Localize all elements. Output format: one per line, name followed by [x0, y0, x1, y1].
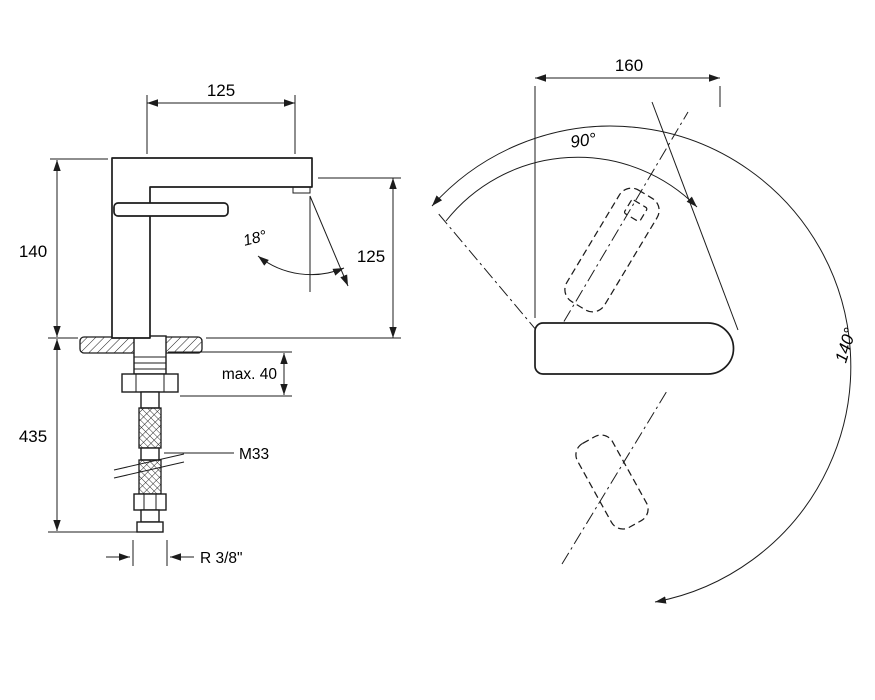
callout-thread-size: M33	[164, 446, 269, 463]
dim-label-swivel-90: 90°	[569, 129, 597, 151]
swivel-arc-90	[445, 156, 698, 222]
dim-swivel-90: 90°	[445, 129, 698, 222]
hose-coupling	[140, 447, 160, 461]
dim-label-spout-reach: 125	[207, 81, 235, 100]
dim-max-deck-thickness: max. 40	[168, 351, 292, 397]
connector-tube	[140, 391, 160, 409]
dim-spout-reach: 125	[146, 81, 296, 154]
dim-label-max-deck-thickness: max. 40	[222, 366, 278, 383]
fitting-tube	[140, 509, 160, 523]
flex-hose-lower-braid	[139, 460, 161, 494]
lever-handle	[113, 202, 229, 217]
locknut	[121, 373, 179, 393]
threaded-shank	[133, 335, 167, 375]
angle-arc	[257, 255, 345, 276]
spout-aerator	[292, 186, 311, 194]
hose-end-nut	[136, 521, 164, 533]
flex-hose-upper-braid	[139, 408, 161, 448]
dim-below-deck: 435	[19, 339, 138, 533]
break-line	[113, 453, 185, 471]
dim-label-spout-height: 140	[19, 242, 47, 261]
dim-label-thread-size: M33	[239, 446, 269, 463]
hex-fitting	[133, 493, 167, 511]
dim-hose-connection: R 3/8"	[106, 540, 243, 567]
dim-spout-angle: 18°	[241, 195, 349, 292]
dim-label-hose-connection: R 3/8"	[200, 550, 243, 567]
construction-line	[651, 101, 739, 331]
faucet-body-outline	[111, 157, 313, 339]
dim-label-outlet-clearance: 125	[357, 247, 385, 266]
break-line	[113, 461, 185, 479]
under-counter-assembly	[113, 335, 185, 533]
dim-label-below-deck: 435	[19, 427, 47, 446]
dim-spout-height: 140	[19, 158, 108, 339]
dim-outlet-clearance: 125	[206, 177, 401, 339]
dim-label-spout-angle: 18°	[241, 228, 268, 250]
faucet-top-view-outline	[534, 322, 735, 375]
side-view: 125 140 435 125 18°	[19, 81, 401, 567]
swivel-arc-140	[431, 125, 852, 604]
dim-label-spout-length: 160	[615, 56, 643, 75]
